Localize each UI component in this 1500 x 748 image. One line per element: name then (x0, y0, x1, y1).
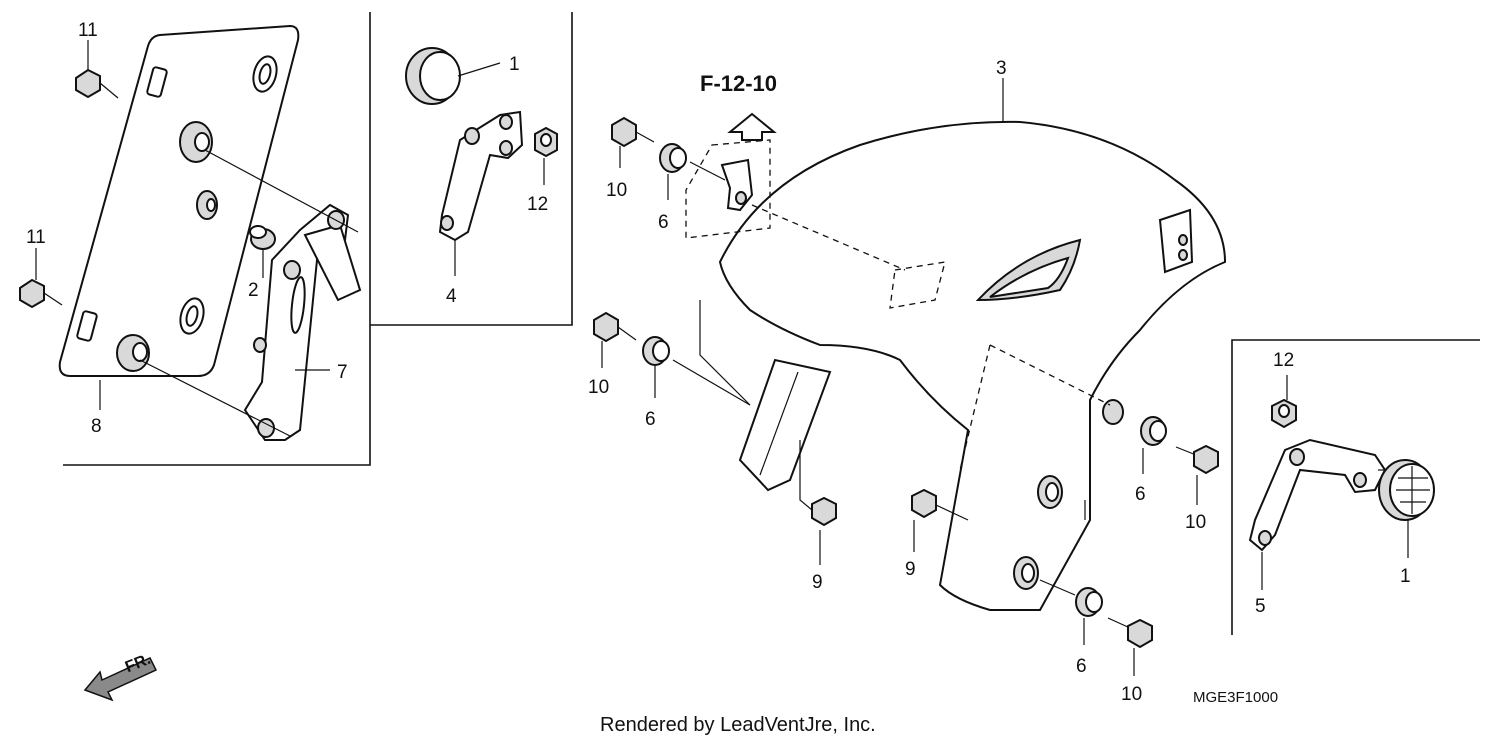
reference-label: F-12-10 (700, 71, 777, 96)
callout-4: 4 (446, 286, 457, 307)
front-direction-arrow (83, 657, 158, 702)
nut-part-12-top (534, 126, 558, 185)
washer-6-top-left (659, 143, 726, 200)
callout-11-top: 11 (78, 20, 98, 41)
reflector-stay-part-5 (1248, 438, 1392, 590)
washer-6-mid-left (642, 336, 751, 406)
callout-7: 7 (337, 362, 348, 383)
callout-10-right-lower: 10 (1121, 684, 1142, 705)
reflector-stay-part-4 (438, 110, 524, 276)
callout-11-left: 11 (26, 227, 46, 248)
reference-box (685, 112, 777, 239)
bolt-11-bottom (19, 278, 63, 309)
callout-6-right-lower: 6 (1076, 656, 1087, 677)
dashed-guides (751, 204, 1111, 471)
front-fender-part-3 (699, 78, 1227, 611)
stay-part-7 (243, 203, 362, 441)
nut-part-12-bottom (1271, 375, 1297, 429)
bolt-10-mid-left (593, 311, 637, 368)
footer-credit: Rendered by LeadVentJre, Inc. (600, 714, 876, 736)
reflector-part-1-bottom (1378, 459, 1435, 558)
callout-10-right-upper: 10 (1185, 512, 1206, 533)
washer-6-right-lower (1039, 579, 1103, 645)
callout-10-mid-left: 10 (588, 377, 609, 398)
grommet-part-2 (249, 225, 276, 250)
bolt-11-top (75, 68, 119, 99)
callout-3: 3 (996, 58, 1007, 79)
panel-borders (63, 12, 1480, 635)
callout-10-top-left: 10 (606, 180, 627, 201)
callout-9-right: 9 (905, 559, 916, 580)
bolt-10-right-lower (1107, 617, 1153, 676)
callout-1-top: 1 (509, 54, 520, 75)
license-plate-bracket-part-8 (58, 24, 300, 377)
callout-6-top-left: 6 (658, 212, 669, 233)
collar-part-9-right (911, 488, 969, 552)
collar-part-9-left (799, 440, 837, 565)
callout-6-right-upper: 6 (1135, 484, 1146, 505)
hose-clamp-part (720, 158, 754, 212)
callout-1-bottom: 1 (1400, 566, 1411, 587)
callout-8: 8 (91, 416, 102, 437)
callout-12-bottom: 12 (1273, 350, 1294, 371)
callout-labels: 11 11 2 8 7 1 12 4 10 6 3 10 6 9 9 6 10 … (26, 20, 1411, 705)
leader-lines-left (35, 40, 359, 437)
callout-6-mid-left: 6 (645, 409, 656, 430)
callout-5: 5 (1255, 596, 1266, 617)
callout-9-left: 9 (812, 572, 823, 593)
callout-2: 2 (248, 280, 259, 301)
callout-12-top: 12 (527, 194, 548, 215)
washer-6-right-upper (1140, 416, 1167, 474)
diagram-code: MGE3F1000 (1193, 689, 1278, 706)
reflector-part-1-top (405, 47, 501, 105)
bolt-10-top-left (611, 116, 655, 168)
bolt-10-right-upper (1175, 444, 1219, 505)
